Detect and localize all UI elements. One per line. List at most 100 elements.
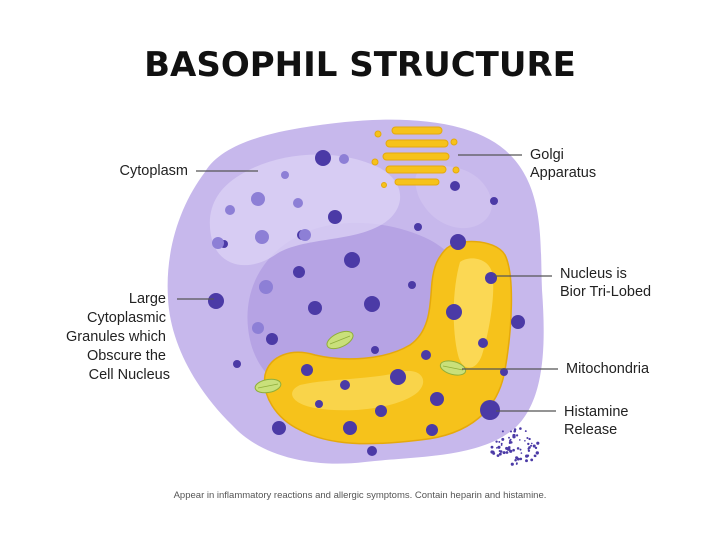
histamine-dot	[519, 457, 523, 461]
granule-dark	[343, 421, 357, 435]
histamine-dot	[501, 437, 505, 441]
granule-dark	[344, 252, 360, 268]
granule-dark	[430, 392, 444, 406]
label-golgi: Golgi Apparatus	[530, 147, 596, 181]
histamine-dot	[527, 449, 531, 453]
granule-dark	[315, 150, 331, 166]
histamine-dot	[505, 451, 509, 454]
label-histamine-line-1: Histamine	[564, 404, 628, 420]
histamine-dot	[528, 446, 531, 449]
histamine-dot	[499, 450, 503, 453]
granule-light	[281, 171, 289, 179]
granule-dark	[500, 368, 508, 376]
granule-dark	[450, 181, 460, 191]
label-nucleus-line-2: Bior Tri-Lobed	[560, 284, 651, 300]
granule-dark	[364, 296, 380, 312]
granule-light	[212, 237, 224, 249]
label-nucleus: Nucleus is Bior Tri-Lobed	[560, 266, 651, 300]
granule-dark	[414, 223, 422, 231]
histamine-dot	[516, 447, 520, 450]
histamine-dot	[519, 427, 522, 430]
granule-dark	[421, 350, 431, 360]
nucleus-highlight-lower	[292, 370, 424, 411]
histamine-dot	[509, 438, 512, 441]
granule-dark	[272, 421, 286, 435]
granule-light	[251, 192, 265, 206]
histamine-dot	[508, 441, 512, 445]
granule-dark	[315, 400, 323, 408]
granule-dark	[375, 405, 387, 417]
histamine-dot	[515, 463, 518, 465]
label-histamine: Histamine Release	[564, 404, 633, 438]
histamine-dot	[530, 444, 533, 447]
histamine-dot	[518, 439, 521, 441]
histamine-dot	[496, 447, 498, 449]
histamine-dot	[524, 430, 527, 433]
granules-light	[212, 154, 349, 334]
granule-dark	[293, 266, 305, 278]
histamine-release-dots	[490, 427, 540, 466]
granule-light	[293, 198, 303, 208]
granule-dark	[446, 304, 462, 320]
granule-light	[259, 280, 273, 294]
histamine-dot	[508, 436, 510, 439]
granule-dark	[511, 315, 525, 329]
granule-dark	[371, 346, 379, 354]
granule-dark	[340, 380, 350, 390]
histamine-dot	[536, 441, 540, 445]
granule-dark	[233, 360, 241, 368]
golgi-apparatus	[371, 126, 460, 188]
label-granules-line-4: Obscure the	[87, 348, 166, 364]
histamine-dot	[520, 452, 523, 454]
histamine-dot	[533, 445, 536, 447]
granule-dark	[208, 293, 224, 309]
granule-dark	[266, 333, 278, 345]
granule-dark	[390, 369, 406, 385]
histamine-dot	[527, 442, 530, 446]
histamine-dot	[526, 454, 530, 457]
label-mitochondria: Mitochondria	[566, 361, 650, 377]
granule-dark	[450, 234, 466, 250]
histamine-dot	[534, 446, 538, 450]
granule-dark	[301, 364, 313, 376]
granule-dark	[426, 424, 438, 436]
label-histamine-line-2: Release	[564, 422, 617, 438]
label-granules-line-2: Cytoplasmic	[87, 310, 166, 326]
histamine-dot	[515, 456, 519, 460]
histamine-dot	[495, 440, 498, 443]
histamine-dot	[502, 451, 506, 455]
histamine-dot	[509, 449, 513, 453]
histamine-dot	[528, 437, 531, 441]
histamine-dot	[497, 445, 501, 449]
granule-dark	[328, 210, 342, 224]
granule-dark	[490, 197, 498, 205]
basophil-cell	[167, 119, 544, 464]
mitochondrion-1	[326, 330, 354, 350]
granule-dark	[367, 446, 377, 456]
label-golgi-line-1: Golgi	[530, 147, 564, 163]
histamine-dot	[509, 430, 513, 433]
histamine-dot	[512, 448, 515, 452]
label-granules-line-1: Large	[129, 291, 166, 307]
mitochondrion-3	[254, 378, 282, 394]
label-golgi-line-2: Apparatus	[530, 165, 596, 181]
label-granules: Large Cytoplasmic Granules which Obscure…	[66, 291, 170, 383]
diagram-title: BASOPHIL STRUCTURE	[144, 45, 576, 85]
histamine-dot	[519, 448, 522, 451]
granule-dark	[485, 272, 497, 284]
histamine-dot	[526, 436, 529, 440]
label-nucleus-line-1: Nucleus is	[560, 266, 627, 282]
histamine-dot	[530, 458, 534, 462]
histamine-dot	[514, 458, 517, 462]
histamine-dot	[530, 442, 533, 445]
histamine-dot	[513, 428, 517, 431]
histamine-dot	[498, 440, 501, 443]
histamine-dot	[490, 445, 494, 449]
histamine-dot	[512, 433, 516, 438]
histamine-dot	[492, 451, 496, 455]
label-cytoplasm: Cytoplasm	[120, 163, 189, 179]
histamine-dot	[500, 442, 503, 445]
granule-dark	[480, 400, 500, 420]
histamine-dot	[534, 455, 537, 458]
